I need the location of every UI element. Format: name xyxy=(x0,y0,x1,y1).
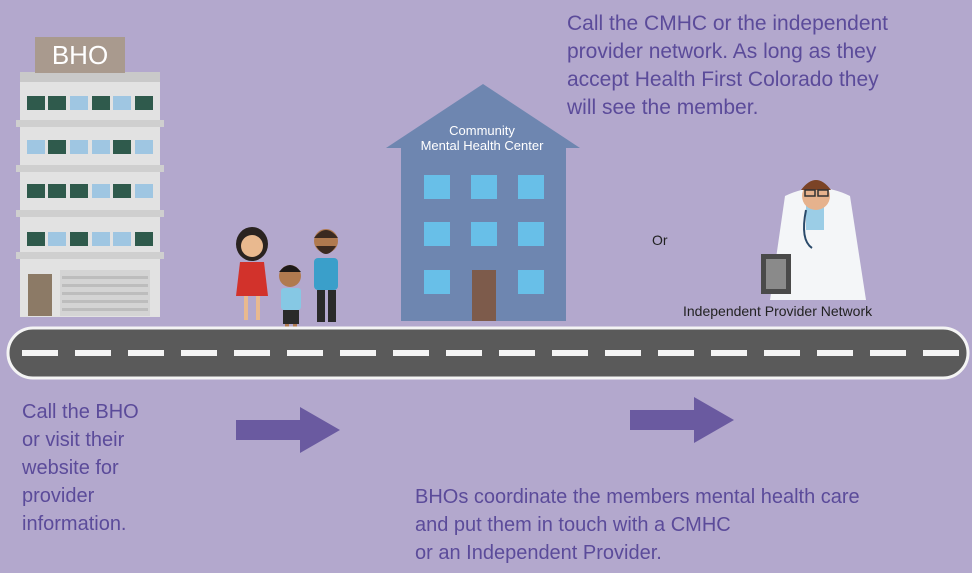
independent-provider-network-label: Independent Provider Network xyxy=(683,303,873,319)
bottom-instruction-text: BHOs coordinate the members mental healt… xyxy=(415,486,860,564)
arrow-right-icon xyxy=(236,407,340,453)
bho-building-icon xyxy=(16,72,164,317)
cmhc-label: Community Mental Health Center xyxy=(420,123,544,153)
bho-windows xyxy=(27,96,153,246)
arrow-right-icon xyxy=(630,397,734,443)
doctor-icon xyxy=(761,180,866,300)
left-instruction-text: Call the BHO or visit their website for … xyxy=(22,401,139,535)
or-label: Or xyxy=(652,232,668,248)
top-instruction-text: Call the CMHC or the independent provide… xyxy=(567,12,889,119)
cmhc-building-icon xyxy=(386,84,580,321)
bho-label: BHO xyxy=(35,37,125,73)
road xyxy=(6,326,970,380)
family-icon xyxy=(236,227,338,338)
